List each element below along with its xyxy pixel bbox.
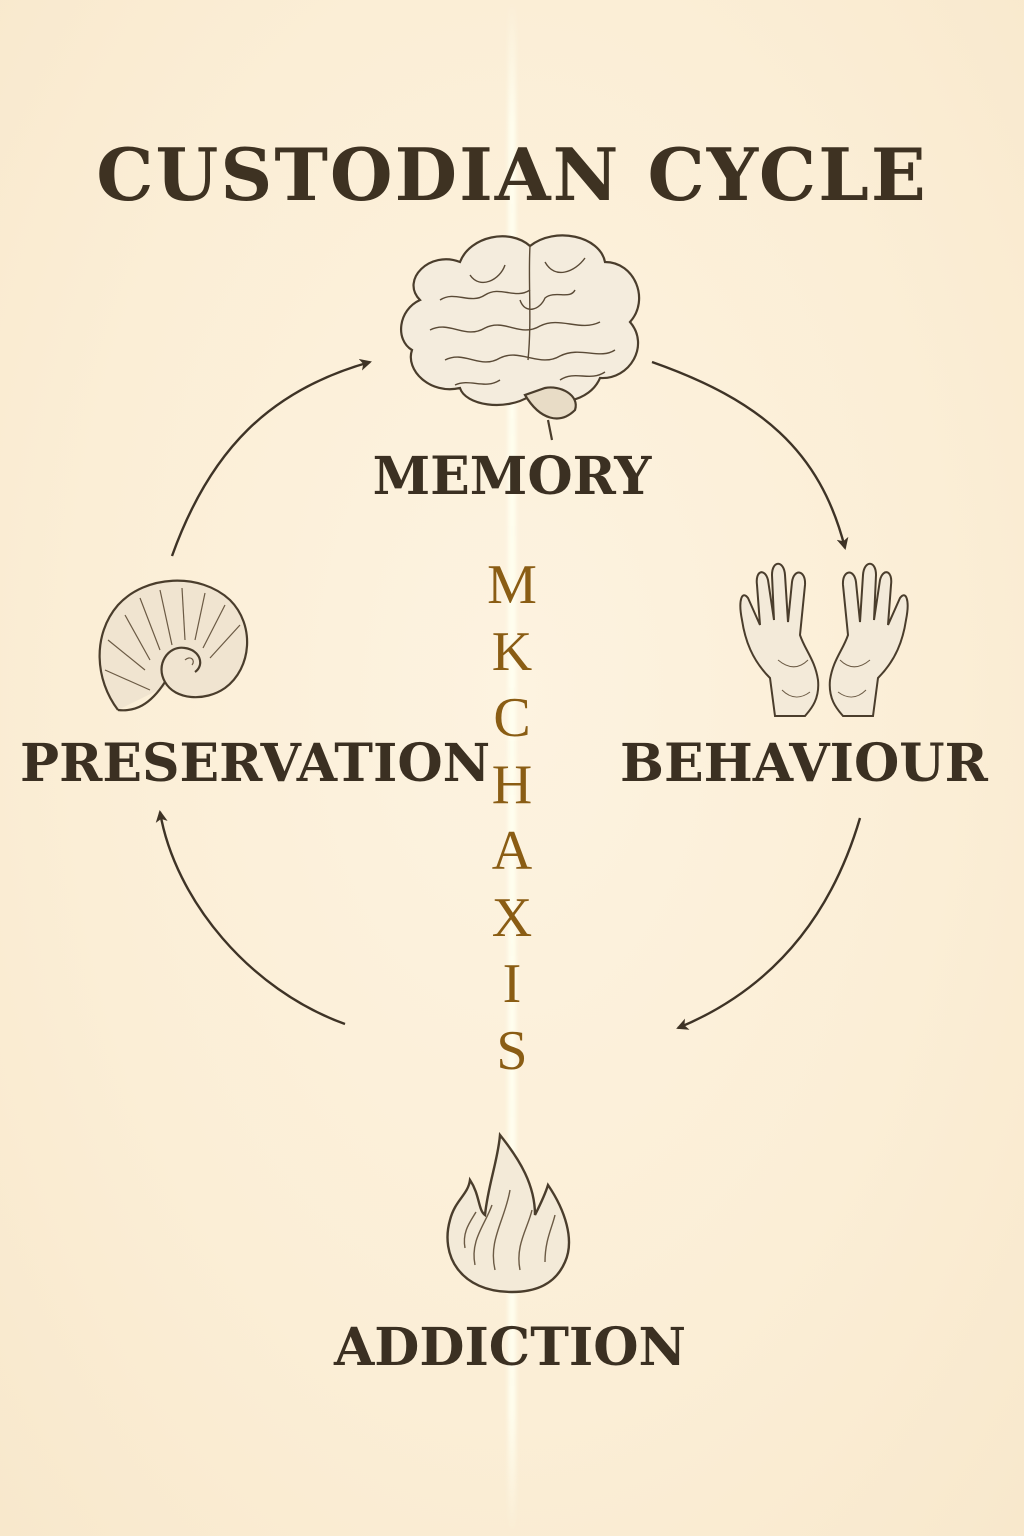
node-label-behaviour: BEHAVIOUR [620,733,988,794]
node-label-memory: MEMORY [372,446,652,507]
node-label-addiction: ADDICTION [333,1317,687,1378]
vertical-letter: H [491,753,533,816]
arrow-preservation-to-memory [170,358,372,557]
vertical-letter: K [491,620,533,683]
node-label-preservation: PRESERVATION [20,733,491,794]
vertical-letter: I [502,953,522,1015]
center-light-beam [508,0,516,1536]
arrow-behaviour-to-addiction [676,817,862,1030]
arrow-addiction-to-preservation [155,810,346,1026]
page-title: CUSTODIAN CYCLE [96,132,928,217]
vertical-letter: A [491,820,533,882]
vertical-letter: S [496,1019,528,1082]
vertical-axis-word: M K C H A X I S [472,552,552,1084]
vertical-letter: X [491,886,533,949]
arrow-memory-to-behaviour [651,360,849,550]
vertical-letter: M [487,554,537,616]
vertical-letter: C [493,687,531,749]
